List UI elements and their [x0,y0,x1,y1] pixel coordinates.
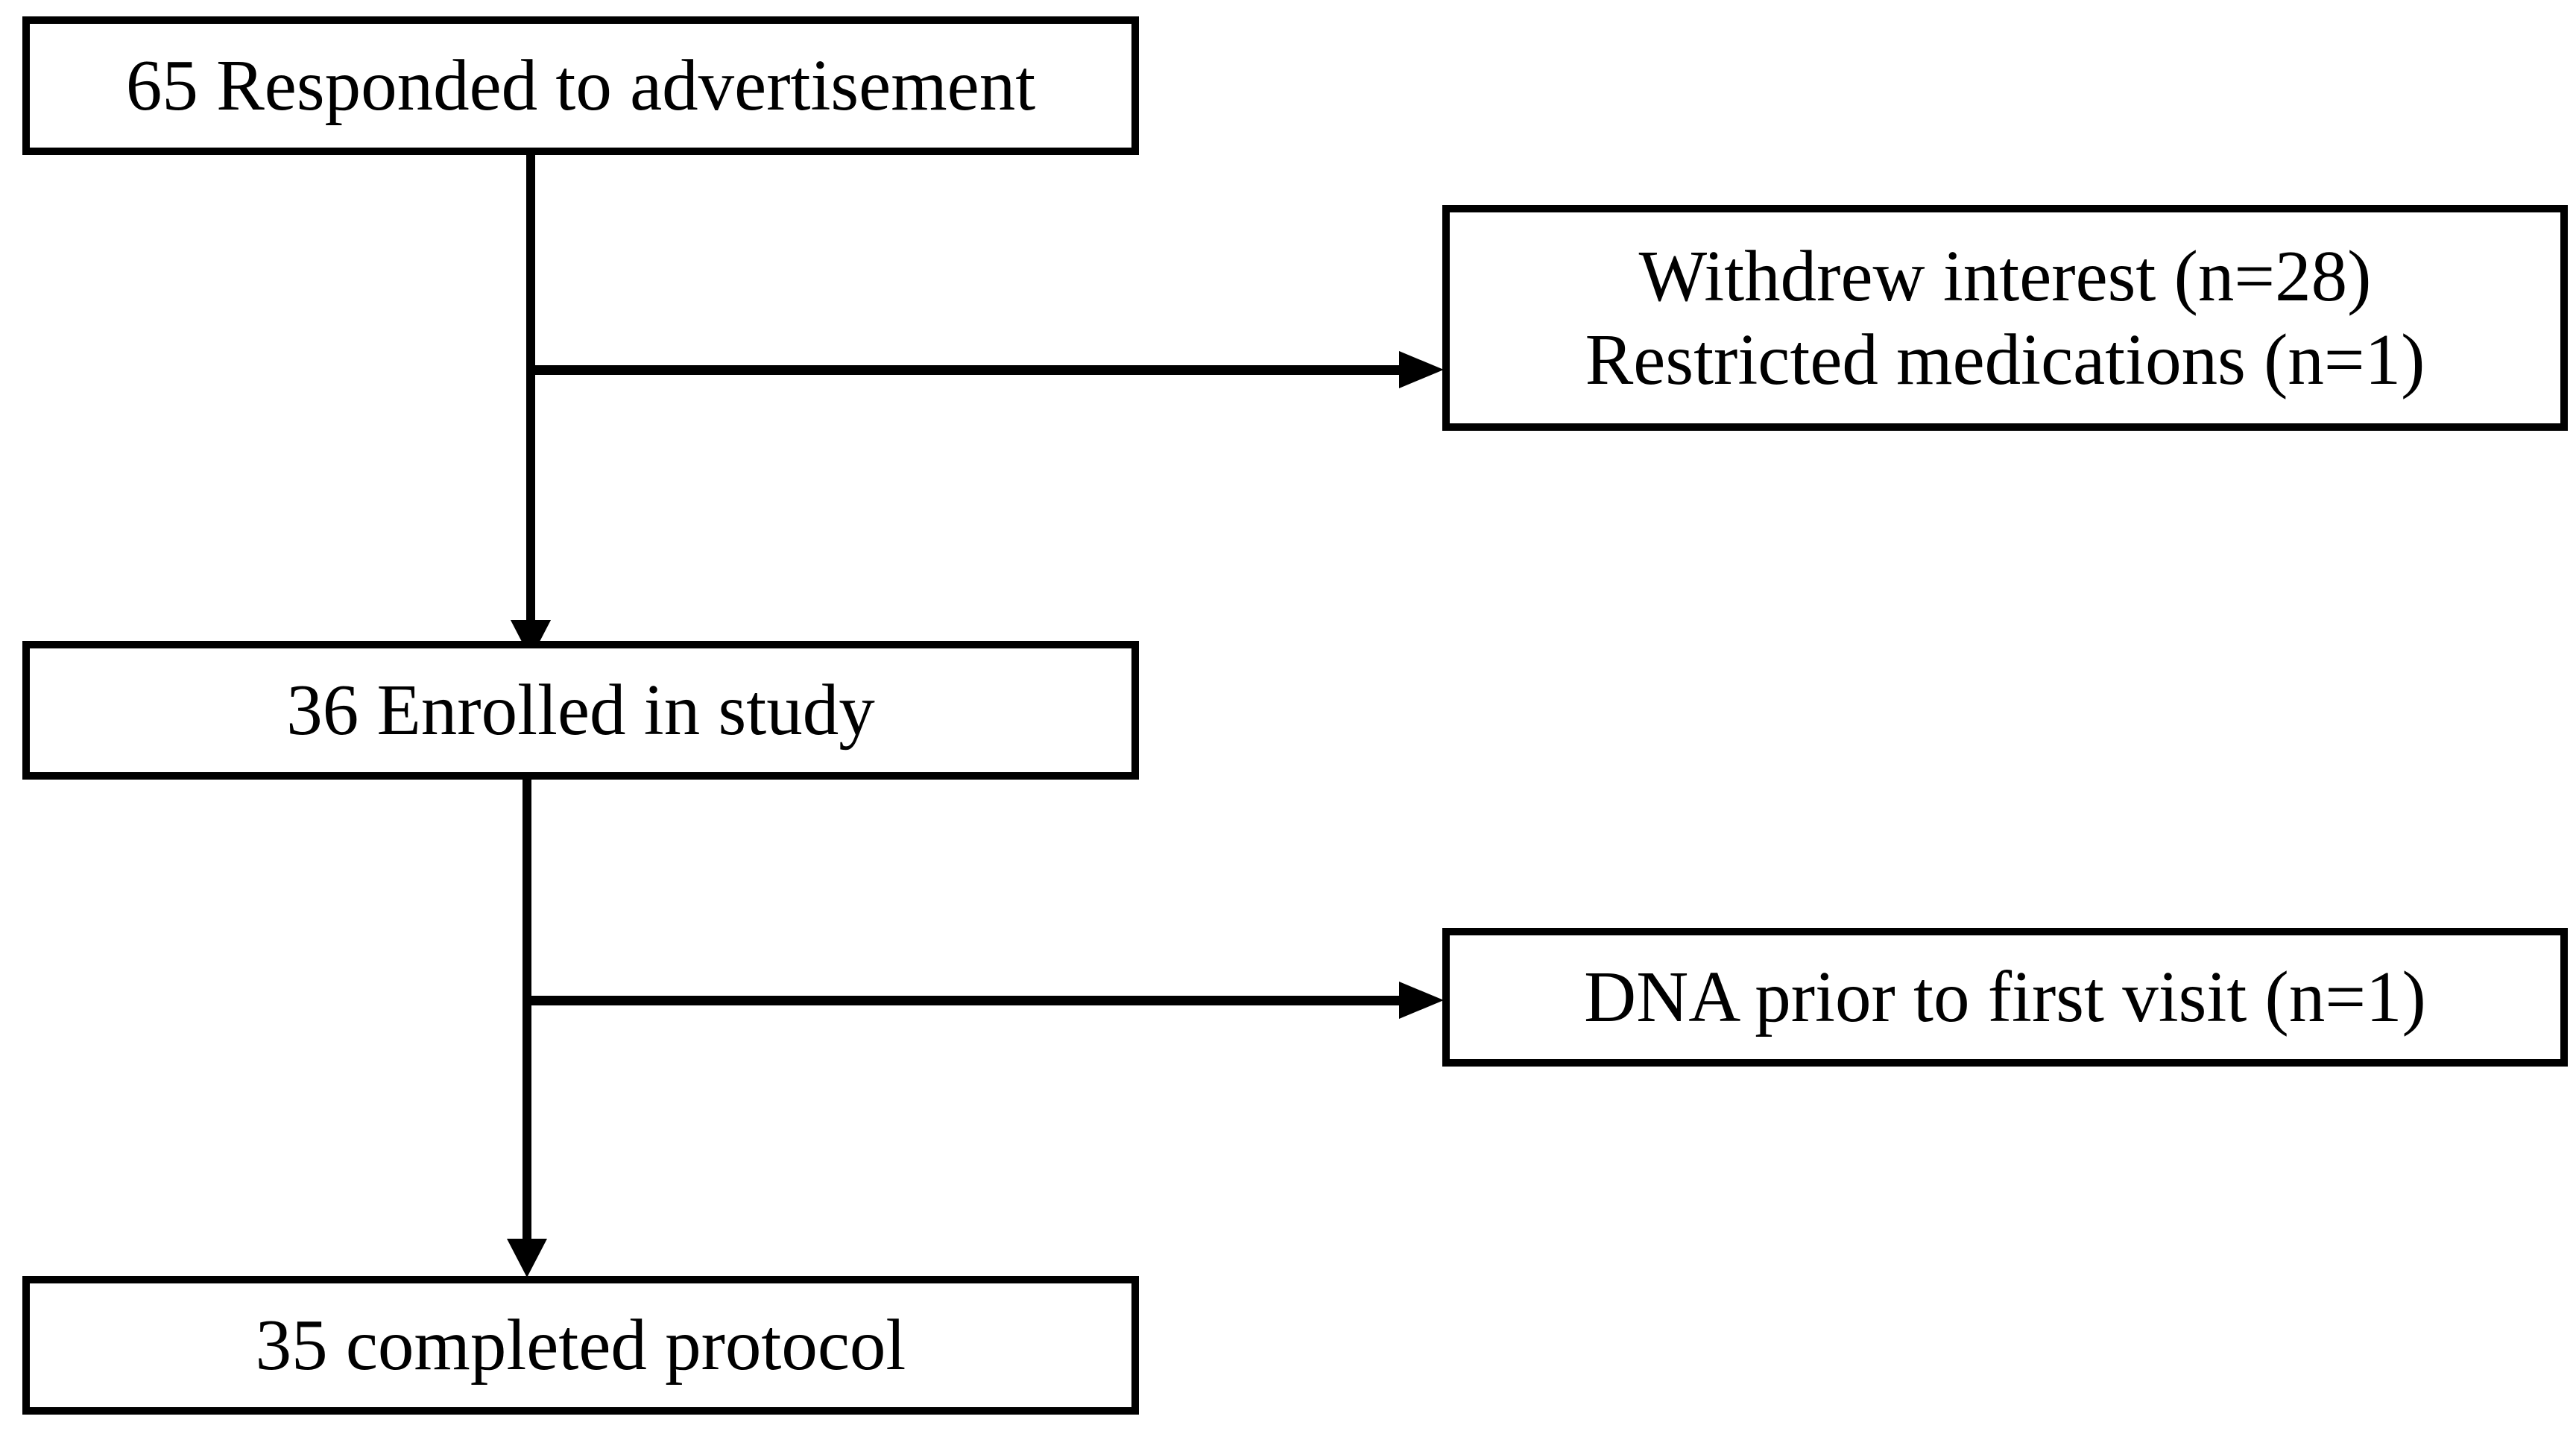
box-withdrew-exclusions: Withdrew interest (n=28) Restricted medi… [1442,205,2568,431]
enrolled-label: 36 Enrolled in study [286,670,875,751]
connector-branch-to-dna [523,996,1399,1005]
withdrew-line2: Restricted medications (n=1) [1585,319,2425,399]
withdrew-line1: Withdrew interest (n=28) [1638,236,2372,316]
dna-label: DNA prior to first visit (n=1) [1584,957,2426,1037]
connector-branch-to-withdrew [526,365,1400,375]
arrow-right-icon [1399,351,1444,388]
connector-enrolled-to-completed [523,780,531,1240]
box-dna-prior-to-first-visit: DNA prior to first visit (n=1) [1442,928,2568,1067]
arrow-down-icon [507,1239,547,1277]
completed-label: 35 completed protocol [255,1305,906,1386]
box-enrolled-in-study: 36 Enrolled in study [22,641,1139,780]
responded-label: 65 Responded to advertisement [125,45,1036,126]
box-completed-protocol: 35 completed protocol [22,1276,1139,1415]
box-responded-to-advertisement: 65 Responded to advertisement [22,16,1139,155]
connector-responded-to-enrolled [526,155,535,622]
withdrew-label: Withdrew interest (n=28) Restricted medi… [1585,235,2425,401]
arrow-right-icon [1399,982,1444,1019]
